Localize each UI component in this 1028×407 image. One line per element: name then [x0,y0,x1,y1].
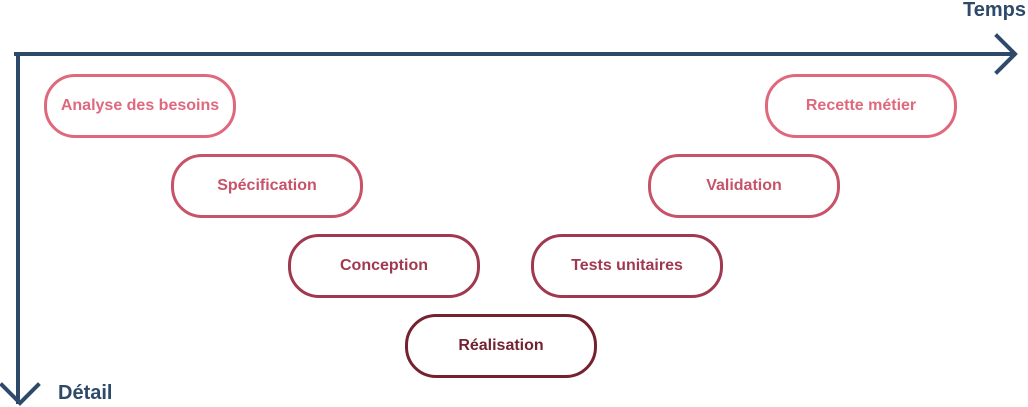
step-validation: Validation [648,154,840,218]
detail-axis-label: Détail [58,382,113,404]
step-specification: Spécification [171,154,363,218]
step-tests-unitaires: Tests unitaires [531,234,723,298]
time-axis-label: Temps [963,0,1026,21]
step-recette-metier: Recette métier [765,74,957,138]
step-conception: Conception [288,234,480,298]
time-axis-arrowhead [994,33,1018,75]
step-analyse-des-besoins: Analyse des besoins [44,74,236,138]
step-realisation: Réalisation [405,314,597,378]
detail-axis-arrowhead [0,382,41,406]
